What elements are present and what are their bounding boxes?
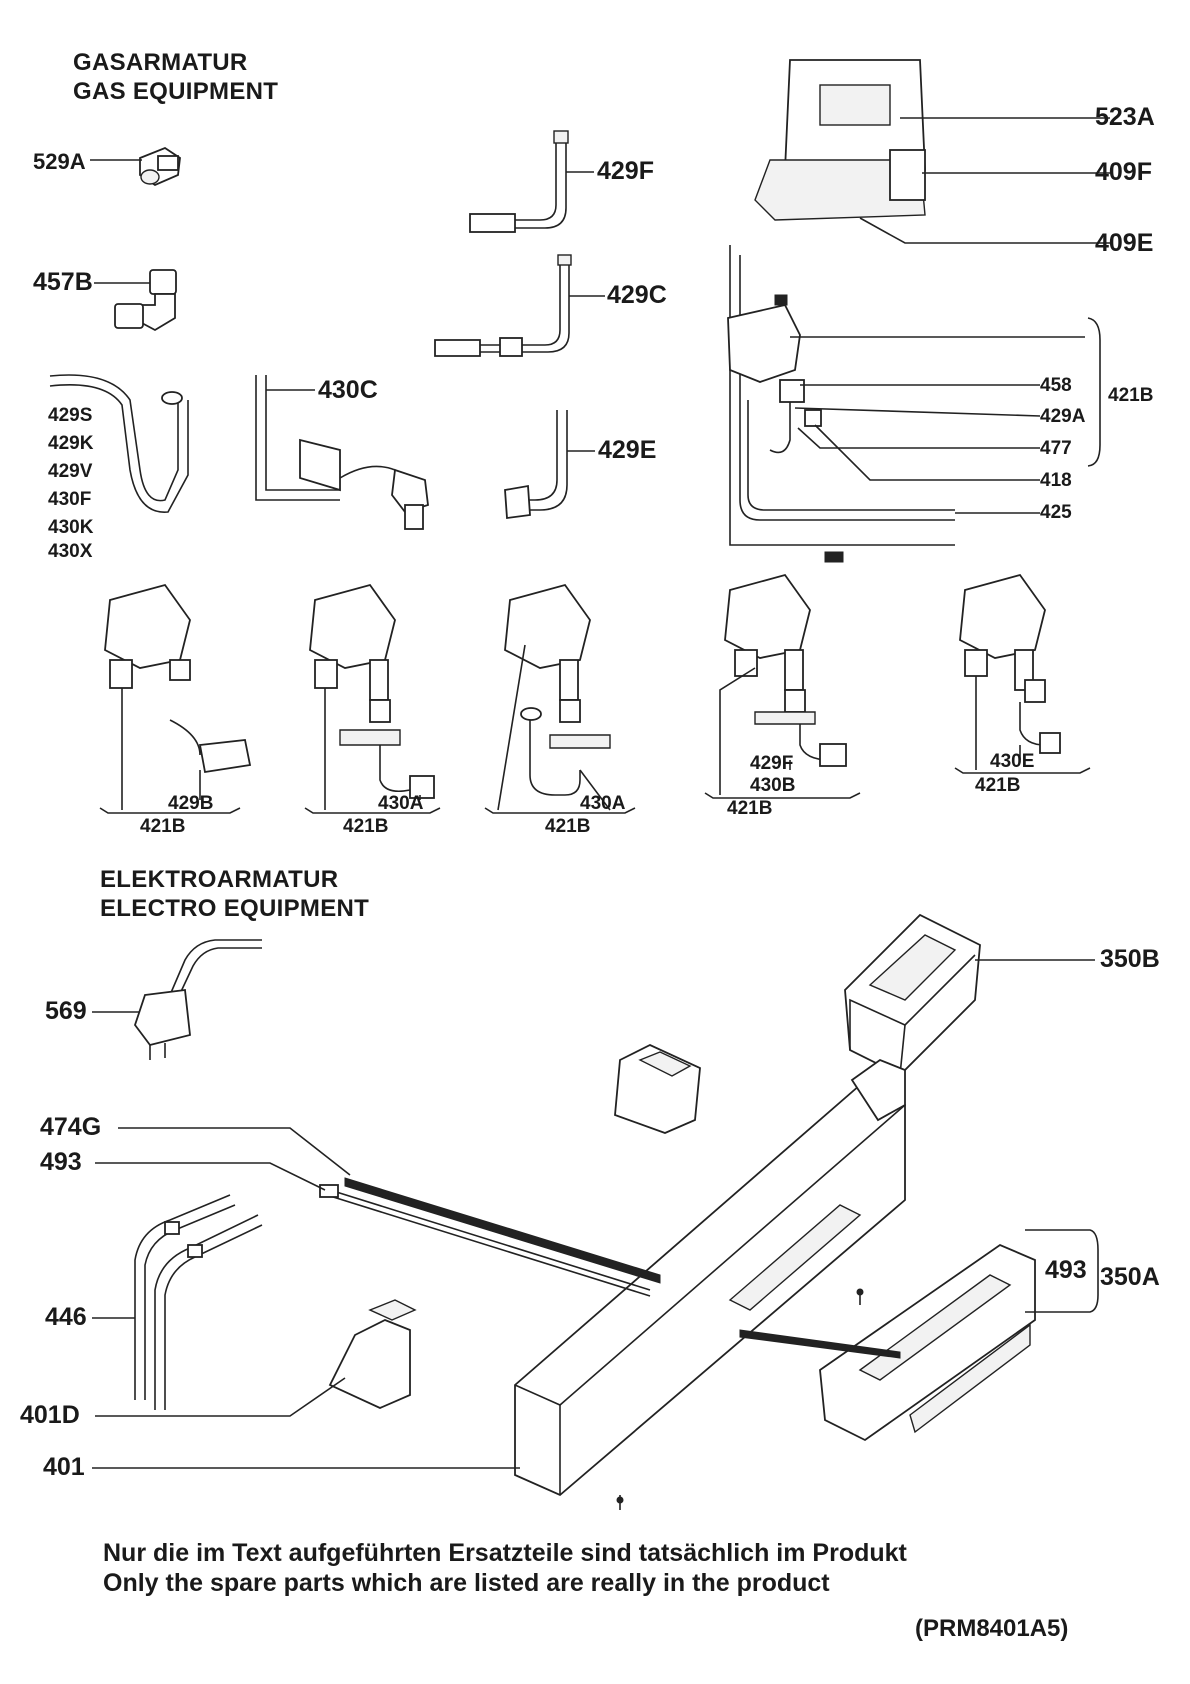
- label-v4-sub1: 429F: [750, 753, 794, 774]
- leader-474G: [118, 1127, 351, 1176]
- label-446: 446: [45, 1303, 87, 1331]
- part-446-hoses: [134, 1194, 263, 1410]
- heading-gas-de: GASARMATUR: [73, 49, 248, 76]
- label-409E: 409E: [1095, 229, 1154, 257]
- label-458: 458: [1040, 375, 1072, 396]
- leader-493-left: [95, 1162, 326, 1191]
- label-v4-sub2: 430B: [750, 775, 796, 796]
- label-hose-5: 430X: [48, 541, 93, 562]
- label-425: 425: [1040, 502, 1072, 523]
- part-429F-tube: [469, 130, 569, 233]
- label-474G: 474G: [40, 1113, 102, 1141]
- part-457B-elbow: [114, 269, 177, 332]
- label-429A: 429A: [1040, 406, 1086, 427]
- leader-477: [797, 427, 1040, 449]
- label-v3-group: 421B: [545, 816, 591, 837]
- label-529A: 529A: [33, 149, 86, 174]
- label-v2-group: 421B: [343, 816, 389, 837]
- label-401D: 401D: [20, 1401, 80, 1429]
- label-350A: 350A: [1100, 1263, 1160, 1291]
- label-421B-bracket: 421B: [1108, 385, 1154, 406]
- part-474G-strip: [319, 1177, 661, 1297]
- label-v1-sub: 429B: [168, 793, 214, 814]
- heading-gas-en: GAS EQUIPMENT: [73, 78, 279, 105]
- valve-variant-5: [954, 573, 1091, 774]
- label-v5-sub: 430E: [990, 751, 1035, 772]
- bracket-421B: [1087, 317, 1101, 467]
- label-493-left: 493: [40, 1148, 82, 1176]
- leader-418: [814, 424, 1040, 481]
- part-529A-fitting: [139, 146, 181, 187]
- label-hose-4: 430K: [48, 517, 94, 538]
- label-hose-2: 429V: [48, 461, 93, 482]
- label-409F: 409F: [1095, 158, 1152, 186]
- bracket-493-350A: [1025, 1229, 1099, 1313]
- label-429C: 429C: [607, 281, 667, 309]
- label-v5-group: 421B: [975, 775, 1021, 796]
- label-569: 569: [45, 997, 87, 1025]
- heading-electro-en: ELECTRO EQUIPMENT: [100, 895, 370, 922]
- part-401D-support: [328, 1044, 701, 1409]
- valve-variant-3: [484, 583, 636, 814]
- label-429F-top: 429F: [597, 157, 654, 185]
- part-350A-box: [739, 1243, 1036, 1442]
- label-v4-group: 421B: [727, 798, 773, 819]
- part-430C-assembly: [255, 375, 429, 530]
- label-350B: 350B: [1100, 945, 1160, 973]
- label-418: 418: [1040, 470, 1072, 491]
- label-457B: 457B: [33, 268, 93, 296]
- label-493-right: 493: [1045, 1256, 1087, 1284]
- part-429C-tube: [434, 254, 572, 357]
- document-code: (PRM8401A5): [915, 1615, 1069, 1642]
- part-valve-frame: [727, 245, 955, 563]
- label-v1-group: 421B: [140, 816, 186, 837]
- label-523A: 523A: [1095, 103, 1155, 131]
- label-v3-sub: 430A: [580, 793, 626, 814]
- label-hose-3: 430F: [48, 489, 92, 510]
- leader-401D: [95, 1377, 346, 1417]
- label-477: 477: [1040, 438, 1072, 459]
- valve-variant-1: [99, 583, 252, 814]
- leader-409E: [859, 217, 1110, 244]
- footer-note-en: Only the spare parts which are listed ar…: [103, 1569, 830, 1597]
- footer-note-de: Nur die im Text aufgeführten Ersatzteile…: [103, 1539, 907, 1567]
- valve-variant-4: [704, 573, 861, 799]
- label-hose-1: 429K: [48, 433, 94, 454]
- part-429E-tube: [504, 410, 568, 520]
- leader-429A: [794, 407, 1041, 417]
- part-350B-box: [844, 913, 981, 1077]
- label-hose-0: 429S: [48, 405, 93, 426]
- label-v2-sub: 430A: [378, 793, 424, 814]
- part-hose-set: [49, 374, 189, 513]
- part-401-profile: [514, 1058, 906, 1510]
- label-430C: 430C: [318, 376, 378, 404]
- valve-variant-2: [304, 583, 441, 814]
- label-429E: 429E: [598, 436, 657, 464]
- heading-electro-de: ELEKTROARMATUR: [100, 866, 339, 893]
- label-401: 401: [43, 1453, 85, 1481]
- part-control-unit: [754, 59, 926, 221]
- part-569-plug: [133, 939, 262, 1060]
